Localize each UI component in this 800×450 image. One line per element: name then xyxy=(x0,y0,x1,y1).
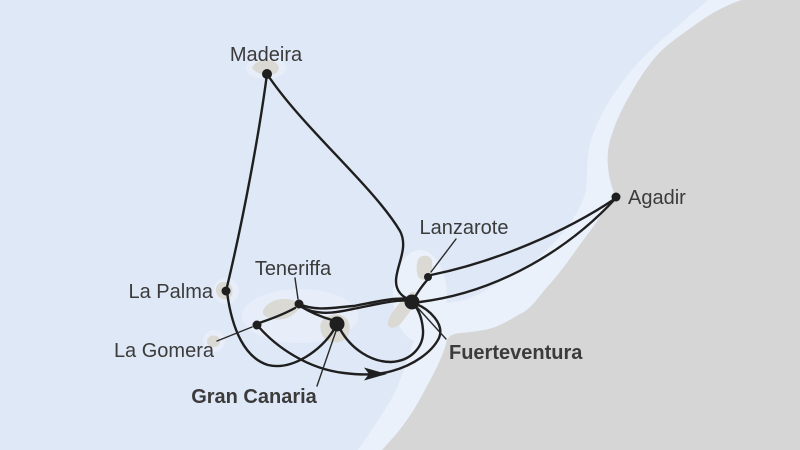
route-line-la-palma-gran-canaria xyxy=(225,290,335,368)
route-line-madeira-fuerteventura xyxy=(265,72,412,302)
island-tenerife xyxy=(262,298,300,320)
port-dot-lanzarote xyxy=(424,273,432,281)
route-line-gran-canaria-fuerteventura xyxy=(338,302,425,364)
port-label-lanzarote: Lanzarote xyxy=(420,217,509,239)
port-dot-la-gomera xyxy=(252,320,262,330)
island-madeira xyxy=(252,59,279,76)
port-dot-agadir xyxy=(611,192,621,202)
route-line-la-gomera-teneriffa xyxy=(257,306,297,325)
direction-arrow-icon xyxy=(364,367,387,381)
port-dot-madeira xyxy=(262,69,272,79)
route-line-madeira-la-palma xyxy=(225,72,269,289)
route-line-agadir-lanzarote xyxy=(429,196,618,277)
route-line-teneriffa-fuerteventura xyxy=(298,299,411,314)
island-la-gomera xyxy=(207,335,221,348)
port-dot-fuerteventura xyxy=(404,294,420,310)
port-label-la-gomera: La Gomera xyxy=(114,340,215,362)
leader-line-gran-canaria xyxy=(316,330,337,387)
port-dot-la-palma xyxy=(221,286,231,296)
port-label-teneriffa: Teneriffa xyxy=(255,258,332,280)
africa-coastline xyxy=(382,0,800,450)
route-line-teneriffa-fuerteventura-2 xyxy=(297,297,410,310)
route-line-la-gomera-fuerteventura xyxy=(256,302,442,376)
port-dot-teneriffa xyxy=(294,299,304,309)
port-label-madeira: Madeira xyxy=(230,44,303,66)
port-dot-gran-canaria xyxy=(329,316,345,332)
port-label-fuerteventura: Fuerteventura xyxy=(449,342,583,364)
port-label-la-palma: La Palma xyxy=(129,281,214,303)
leader-line-teneriffa xyxy=(294,277,299,300)
shallow-water-lanzarote-fuerteventura xyxy=(393,250,447,342)
route-line-teneriffa-gran-canaria xyxy=(298,304,334,322)
leader-line-fuerteventura xyxy=(416,306,447,340)
leader-line-lanzarote xyxy=(430,238,457,273)
route-line-agadir-fuerteventura xyxy=(418,196,618,304)
port-label-gran-canaria: Gran Canaria xyxy=(191,386,317,408)
port-label-agadir: Agadir xyxy=(628,187,686,209)
leader-line-la-gomera xyxy=(216,326,253,342)
